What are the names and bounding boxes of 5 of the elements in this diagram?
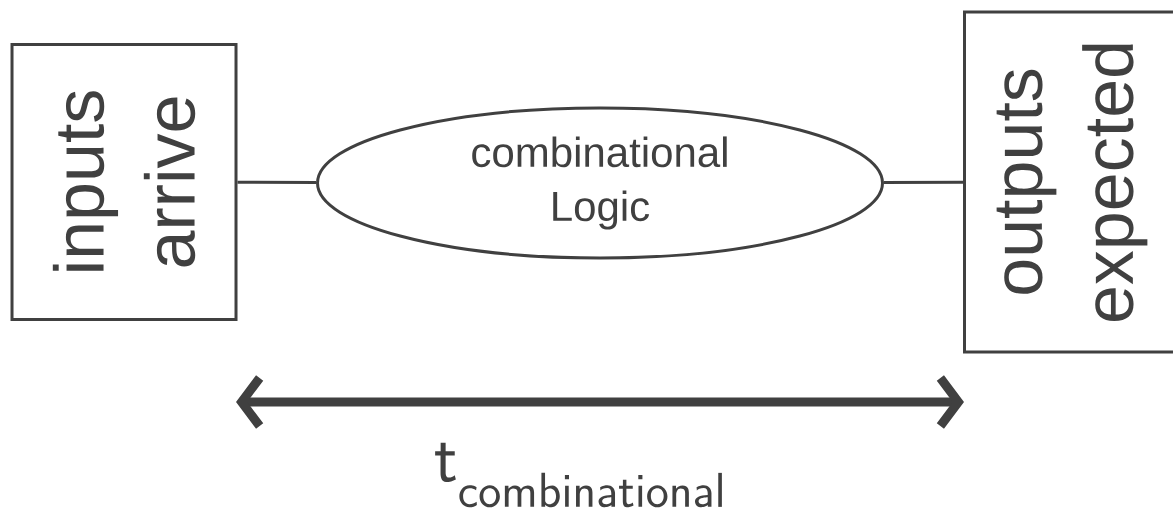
dimension-label: $\mathsf{t}_{\mathsf{combinational}}$ xyxy=(435,442,722,508)
text-box: inputs arrive xyxy=(10,43,238,321)
connector-line xyxy=(237,180,317,184)
connector-line xyxy=(884,180,963,184)
text-box: outputs expected xyxy=(963,10,1173,354)
